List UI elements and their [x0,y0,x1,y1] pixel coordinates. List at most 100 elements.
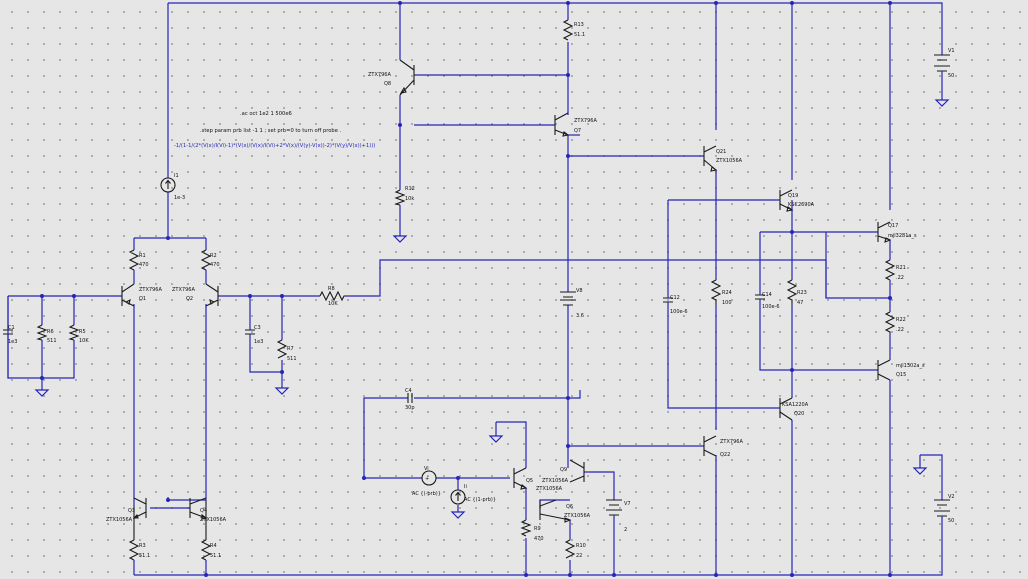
component-labels: ZTX796A Q8 R13 51.1 ZTX796A Q7 R12 10k I… [8,22,955,559]
transistor-q6 [539,499,572,523]
ac-directive: .ac oct 1e2 1 500e6 [240,111,292,117]
c4-value-label: 30p [405,405,415,411]
r4-value-label: 51.1 [210,553,221,559]
transistor-q7 [554,112,570,137]
wires [7,2,943,576]
q22-part-label: ZTX796A [720,439,743,445]
transistor-q15 [877,359,891,381]
spice-directives: .ac oct 1e2 1 500e6 .step param prb list… [174,111,375,149]
r13-value-label: 51.1 [574,32,585,38]
r23-name-label: R23 [797,290,807,296]
c4-name-label: C4 [405,388,412,394]
q7-part-label: ZTX796A [574,118,597,124]
q4-name-label: Q4 [200,508,207,514]
r24-name-label: R24 [722,290,732,296]
resistor-r12 [394,189,406,206]
r6-value-label: 511 [47,338,57,344]
c14-value-label: 100e-6 [762,304,780,310]
q2-part-label: ZTX796A [172,287,195,293]
resistor-r9 [520,519,532,537]
v2-value-label: 50 [948,518,954,524]
resistor-r7 [276,339,288,359]
transistor-q5 [513,467,528,490]
transistor-q22 [703,435,717,457]
transistor-q1 [121,283,135,307]
q9-part-label: ZTX1056A [542,478,569,484]
i1-value-label: 1e-3 [174,195,185,201]
battery-v1 [934,54,950,75]
junctions [40,1,892,577]
c1-value-label: 1e3 [8,339,17,345]
r3-name-label: R3 [139,543,146,549]
q6-name-label: Q6 [566,504,573,510]
transistor-q17 [877,221,892,243]
vi-value-label: AC {(-prb)} [412,491,441,497]
r5-value-label: 10K [79,338,89,344]
q19-part-label: KSC2690A [788,202,815,208]
capacitors [3,292,765,403]
r8-name-label: R8 [328,286,335,292]
q15-part-label: mjl1302a_s [896,363,925,369]
resistor-r5 [68,324,80,341]
r9-name-label: R9 [534,526,541,532]
v8-name-label: V8 [576,288,583,294]
r23-value-label: 47 [797,300,803,306]
sources: + [160,54,950,522]
resistor-r1 [128,249,140,271]
q19-name-label: Q19 [788,193,798,199]
resistor-r10 [564,539,576,559]
c3-value-label: 1e3 [254,339,263,345]
c12-value-label: 100e-6 [670,309,688,315]
v7-name-label: V7 [624,501,631,507]
ii-name-label: Ii [464,484,467,490]
resistor-r6 [36,324,48,341]
r22-name-label: R22 [896,317,906,323]
resistors [36,19,896,561]
r8-value-label: 10K [328,301,338,307]
transistor-q21 [703,145,718,172]
q20-name-label: Q20 [794,411,804,417]
r7-value-label: 511 [287,356,297,362]
r4-name-label: R4 [210,543,217,549]
transistor-q4 [189,497,208,520]
q21-name-label: Q21 [716,149,726,155]
q5-part-label: ZTX1056A [536,486,563,492]
q20-part-label: KSA1220A [782,402,809,408]
c14-name-label: C14 [762,292,772,298]
r24-value-label: 100 [722,300,732,306]
v8-value-label: 3.6 [576,313,584,319]
current-source-ii [450,489,466,505]
r9-value-label: 470 [534,536,544,542]
svg-text:+: + [425,476,429,482]
transistor-q9 [569,459,585,483]
resistor-r3 [128,539,140,561]
resistor-r13 [562,19,574,41]
ground-symbols [35,99,949,519]
q4-part-label: ZTX1056A [200,517,227,523]
vi-name-label: Vi [424,466,429,472]
current-source-i1 [160,177,176,193]
r1-value-label: 470 [139,262,149,268]
q8-part-label: ZTX796A [368,72,391,78]
capacitor-c4 [407,393,413,403]
r7-name-label: R7 [287,346,294,352]
c12-name-label: C12 [670,295,680,301]
r6-name-label: R6 [47,329,54,335]
q1-part-label: ZTX796A [139,287,162,293]
r2-name-label: R2 [210,253,217,259]
transistor-q3 [132,497,147,519]
voltage-source-vi: + [421,470,437,486]
q3-part-label: ZTX1056A [106,517,133,523]
r12-name-label: R12 [405,186,415,192]
resistor-r24 [710,279,722,305]
q6-part-label: ZTX1056A [564,513,591,519]
q2-name-label: Q2 [186,296,193,302]
resistor-r2 [200,249,212,271]
r13-name-label: R13 [574,22,584,28]
transistor-q19 [779,189,794,212]
battery-v7 [606,499,622,522]
r2-value-label: 470 [210,262,220,268]
c3-name-label: C3 [254,325,261,331]
r10-name-label: R10 [576,543,586,549]
transistor-q8 [399,59,415,96]
